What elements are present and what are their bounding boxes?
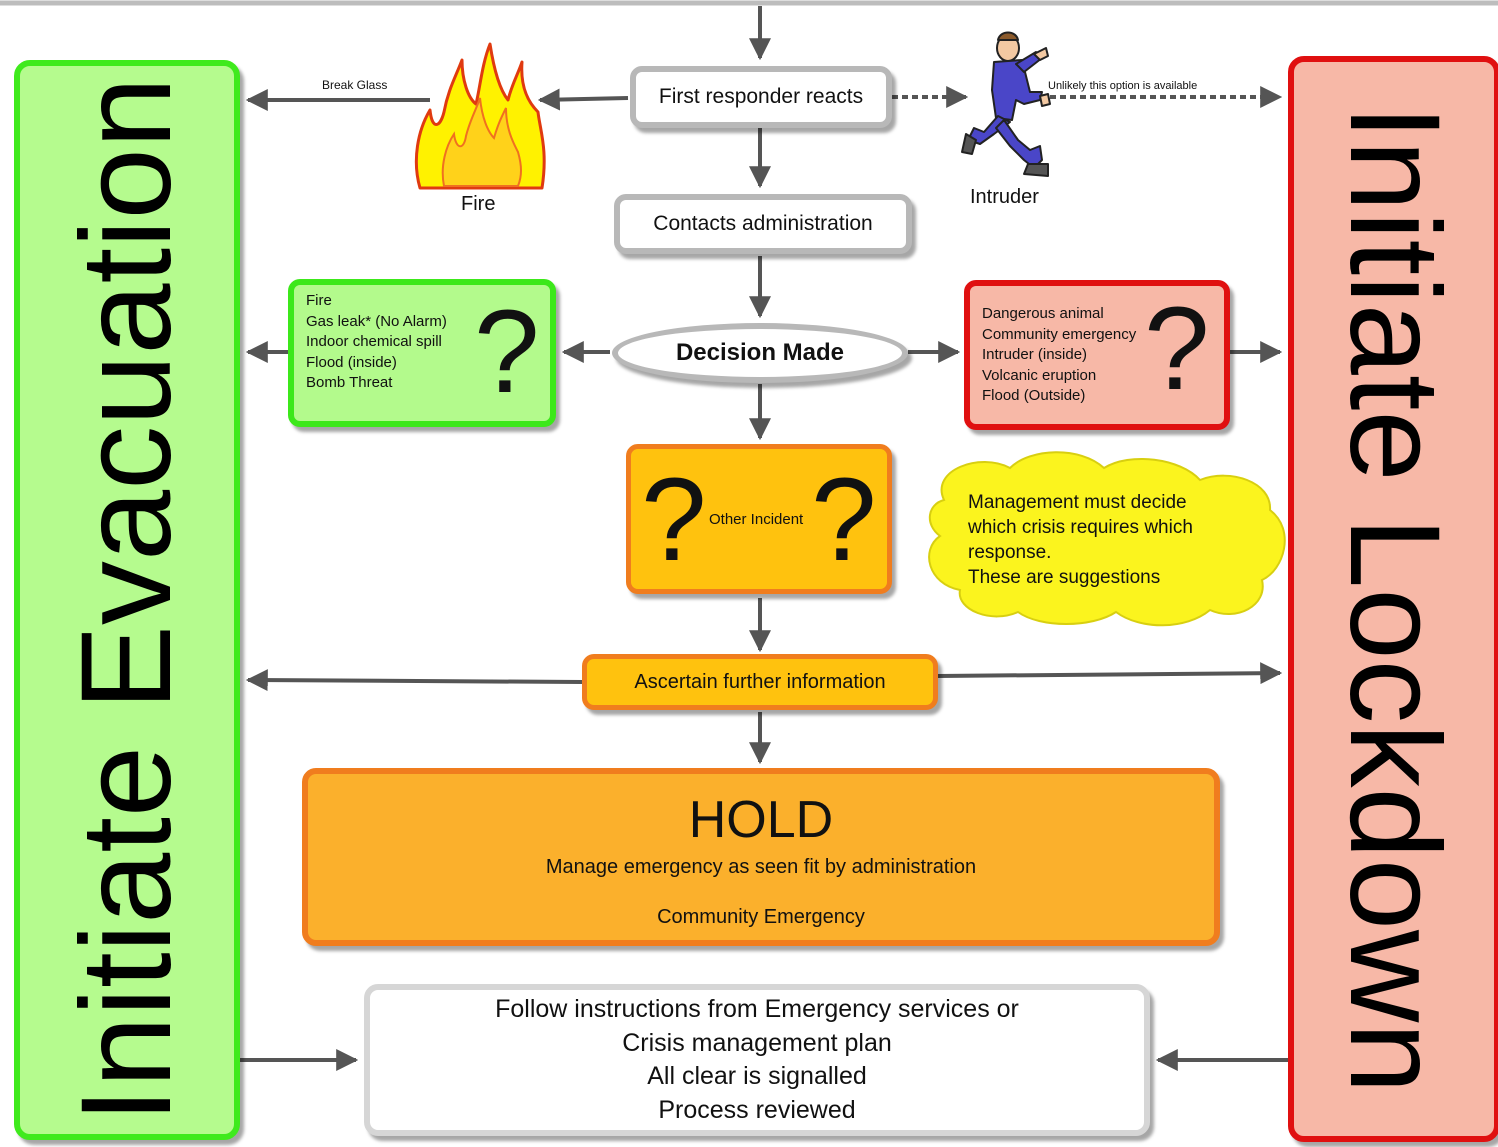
evacuation-incident: Bomb Threat (306, 374, 393, 391)
hold-description: Manage emergency as seen fit by administ… (545, 856, 977, 878)
unlikely-label: Unlikely this option is available (1048, 80, 1198, 92)
other-incident-node: ? Other Incident ? (626, 444, 892, 594)
question-mark-green: ? (474, 286, 540, 418)
ascertain-information-label: Ascertain further information (634, 670, 886, 693)
decision-made-label: Decision Made (675, 339, 845, 366)
note-line: response. (968, 542, 1052, 563)
intruder-label: Intruder (970, 186, 1039, 208)
fire-icon (414, 42, 546, 190)
initiate-evacuation-panel: Initiate Evacuation (14, 60, 240, 1140)
evacuation-incident: Fire (306, 292, 332, 309)
evacuation-incident: Gas leak* (No Alarm) (306, 312, 447, 330)
evacuation-incidents-box: Fire Gas leak* (No Alarm) Indoor chemica… (288, 279, 556, 427)
lockdown-incident: Dangerous animal (982, 305, 1104, 322)
question-mark-right: ? (811, 454, 877, 586)
hold-community-emergency: Community Emergency (657, 906, 865, 928)
note-line: Management must decide (968, 492, 1187, 513)
lockdown-incident: Intruder (inside) (982, 346, 1088, 363)
question-mark-red: ? (1144, 283, 1210, 415)
contacts-administration-node: Contacts administration (614, 194, 912, 254)
evacuation-incident: Indoor chemical spill (306, 333, 442, 350)
arrow-first-responder-to-fire (537, 88, 629, 111)
first-responder-node: First responder reacts (630, 66, 892, 128)
fire-label: Fire (461, 193, 496, 215)
management-note: Management must decide which crisis requ… (968, 490, 1193, 590)
lockdown-incident: Flood (Outside) (982, 387, 1086, 404)
lockdown-incident: Volcanic eruption (982, 366, 1097, 384)
decision-made-node: Decision Made (612, 323, 908, 383)
initiate-evacuation-label: Initiate Evacuation (55, 77, 198, 1123)
initiate-lockdown-panel: Initiate Lockdown (1288, 56, 1498, 1142)
hold-node: HOLD Manage emergency as seen fit by adm… (302, 768, 1220, 946)
final-steps-box: Follow instructions from Emergency servi… (364, 984, 1150, 1136)
question-mark-left: ? (641, 454, 707, 586)
lockdown-incidents-box: Dangerous animal Community emergency Int… (964, 280, 1230, 430)
note-line: These are suggestions (968, 567, 1161, 588)
final-step: Follow instructions from Emergency servi… (495, 995, 1019, 1023)
intruder-icon (961, 31, 1051, 177)
arrow-ascertain-to-evacuation (245, 669, 583, 692)
contacts-administration-label: Contacts administration (653, 212, 873, 235)
note-cloud (928, 451, 1286, 627)
initiate-lockdown-label: Initiate Lockdown (1323, 104, 1466, 1094)
evacuation-incidents-list: Fire Gas leak* (No Alarm) Indoor chemica… (306, 291, 447, 394)
hold-title: HOLD (688, 791, 834, 849)
ascertain-information-node: Ascertain further information (582, 654, 938, 710)
arrow-ascertain-to-lockdown (937, 662, 1283, 685)
lockdown-incident: Community emergency (982, 325, 1137, 343)
note-line: which crisis requires which (968, 517, 1193, 538)
final-step: Process reviewed (658, 1095, 856, 1124)
evacuation-incident: Flood (inside) (306, 353, 397, 371)
final-step: Crisis management plan (622, 1028, 892, 1057)
other-incident-label: Other Incident (709, 511, 804, 528)
first-responder-label: First responder reacts (658, 85, 864, 108)
lockdown-incidents-list: Dangerous animal Community emergency Int… (982, 304, 1136, 407)
break-glass-label: Break Glass (322, 78, 388, 92)
final-step: All clear is signalled (647, 1062, 867, 1090)
